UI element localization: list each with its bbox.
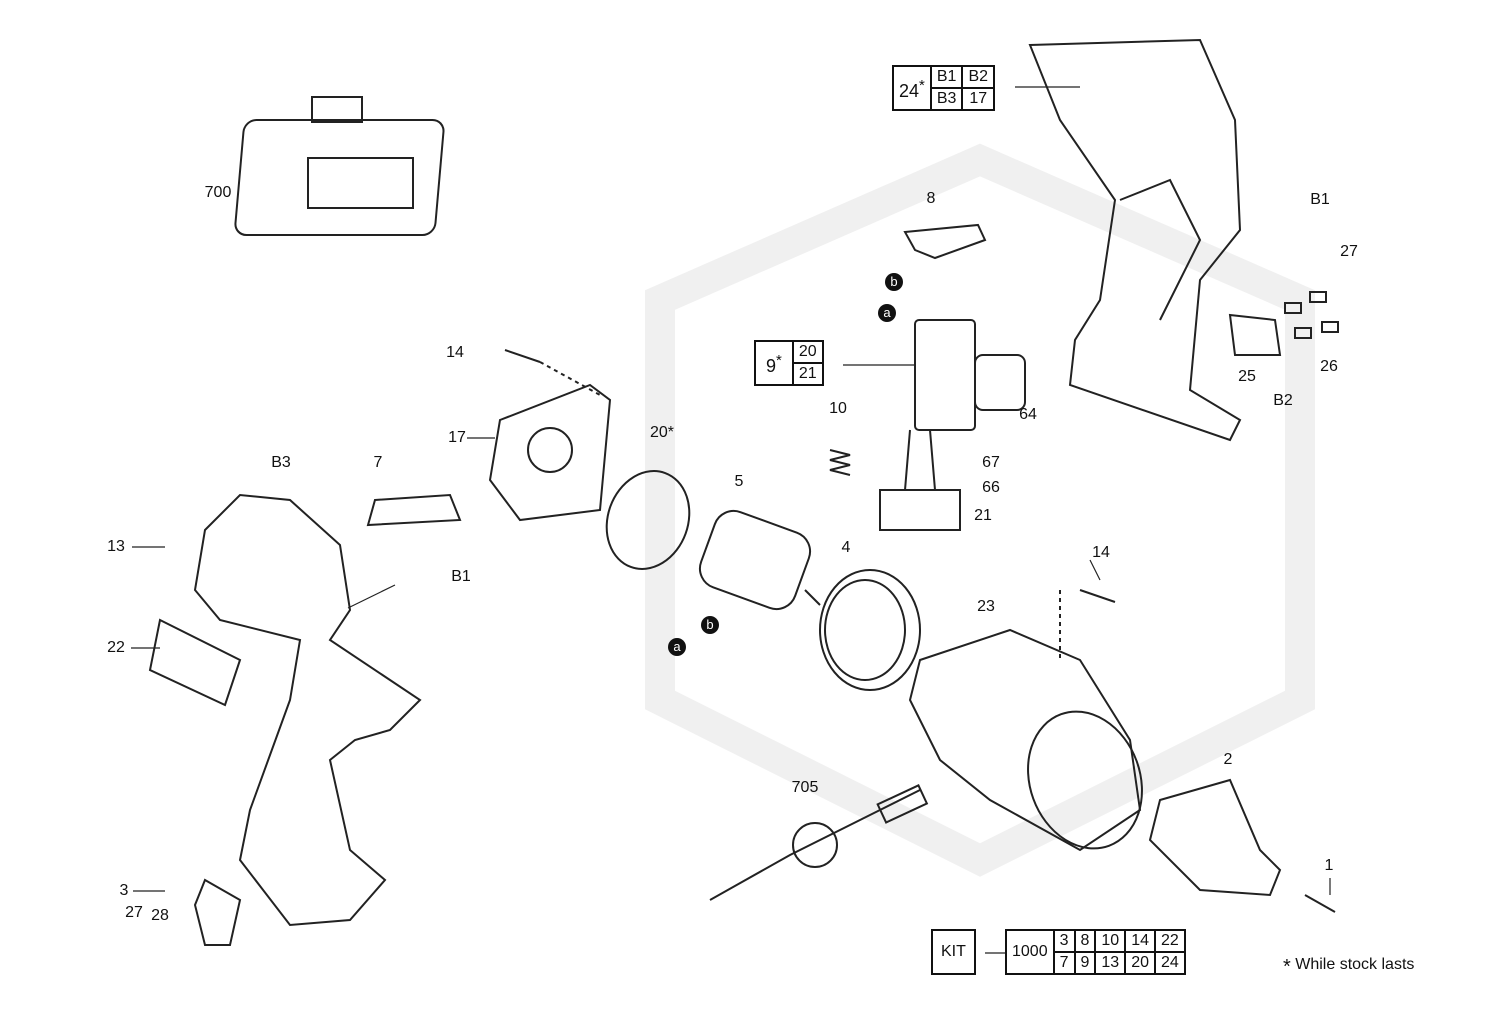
switch-part-9 (879, 319, 1026, 531)
housing-parts-table: 24* B1 B2 B3 17 (892, 65, 996, 111)
clip-part-28 (193, 878, 242, 946)
callout-705: 705 (791, 779, 819, 796)
watermark-logo (645, 143, 1315, 877)
callout-b3: B3 (271, 454, 291, 471)
callout-7: 7 (373, 454, 383, 471)
table-cell: 8 (1073, 929, 1097, 953)
callout-b1-top: B1 (1310, 191, 1330, 208)
housing-half-part-24 (1028, 38, 1242, 442)
callout-4: 4 (841, 539, 851, 556)
asterisk: * (919, 76, 925, 94)
asterisk: * (776, 351, 782, 369)
carry-case-part-700 (234, 96, 445, 236)
callout-700: 700 (204, 184, 232, 201)
plate-part-7 (366, 493, 462, 527)
switch-parts-table: 9* 20 21 (754, 340, 824, 386)
callout-14-right: 14 (1092, 544, 1110, 561)
asterisk: * (1283, 956, 1291, 978)
callout-22: 22 (107, 639, 125, 656)
leader-lines (131, 86, 1331, 954)
table-cell: 14 (1124, 929, 1156, 953)
bracket-part-17 (488, 383, 612, 522)
callout-b2: B2 (1273, 392, 1293, 409)
label-part-22 (148, 618, 242, 707)
screw-part-14b (1079, 589, 1116, 603)
plate-part-25 (1228, 313, 1282, 356)
clips-part-26 (1284, 291, 1339, 339)
wire-marker-a: a (878, 304, 896, 322)
table-part-number: 9 (766, 355, 777, 376)
table-cell: 13 (1094, 951, 1127, 975)
callout-20: 20* (649, 424, 675, 441)
screw-part-1 (1304, 894, 1336, 913)
callout-27-bottom: 27 (125, 904, 143, 921)
table-cell: 10 (1094, 929, 1127, 953)
chuck-part-2 (1148, 778, 1282, 897)
table-part-number: 24 (899, 80, 920, 101)
callout-3: 3 (119, 882, 129, 899)
table-cell: 3 (1052, 929, 1076, 953)
table-cell: 7 (1052, 951, 1076, 975)
rotor-part-5 (698, 509, 821, 611)
callout-64: 64 (1019, 406, 1037, 423)
wire-marker-b: b (701, 616, 719, 634)
callout-13: 13 (107, 538, 125, 555)
kit-parts-table: 1000 3 8 10 14 22 7 9 13 20 24 (1005, 929, 1186, 975)
callout-14-left: 14 (446, 344, 464, 361)
gearbox-part-23 (908, 590, 1143, 852)
callout-27-top: 27 (1340, 243, 1358, 260)
callout-23: 23 (977, 598, 995, 615)
callout-25: 25 (1238, 368, 1256, 385)
callout-66: 66 (982, 479, 1000, 496)
footnote: * While stock lasts (1283, 956, 1414, 979)
table-cell: B2 (961, 65, 996, 89)
side-handle-part-705 (709, 784, 929, 901)
table-cell: 24 (1154, 951, 1186, 975)
screw-part-14 (504, 349, 601, 396)
table-cell: 9 (1073, 951, 1097, 975)
table-cell: 22 (1154, 929, 1186, 953)
kit-label-box: KIT (931, 929, 976, 975)
table-cell: B1 (929, 65, 964, 89)
pcb-part-20 (605, 470, 691, 570)
footnote-text: While stock lasts (1295, 956, 1415, 973)
callout-8: 8 (926, 190, 936, 207)
callout-17: 17 (448, 429, 466, 446)
stator-part-4 (819, 569, 921, 691)
callout-1: 1 (1324, 857, 1334, 874)
spring-part-10 (829, 449, 851, 476)
kit-label: KIT (931, 929, 976, 975)
housing-half-left (193, 493, 422, 927)
table-cell: B3 (929, 87, 964, 111)
callout-b1-mid: B1 (451, 568, 471, 585)
callout-67: 67 (982, 454, 1000, 471)
kit-number: 1000 (1005, 929, 1055, 975)
wire-marker-b: b (885, 273, 903, 291)
table-cell: 20 (791, 340, 824, 364)
callout-2: 2 (1223, 751, 1233, 768)
callout-5: 5 (734, 473, 744, 490)
callout-26: 26 (1320, 358, 1338, 375)
callout-21: 21 (974, 507, 992, 524)
table-cell: 21 (791, 362, 824, 386)
callout-28: 28 (151, 907, 169, 924)
callout-10: 10 (829, 400, 847, 417)
table-cell: 20 (1124, 951, 1156, 975)
table-cell: 17 (961, 87, 996, 111)
switch-cover-part-8 (903, 223, 987, 260)
wire-marker-a: a (668, 638, 686, 656)
